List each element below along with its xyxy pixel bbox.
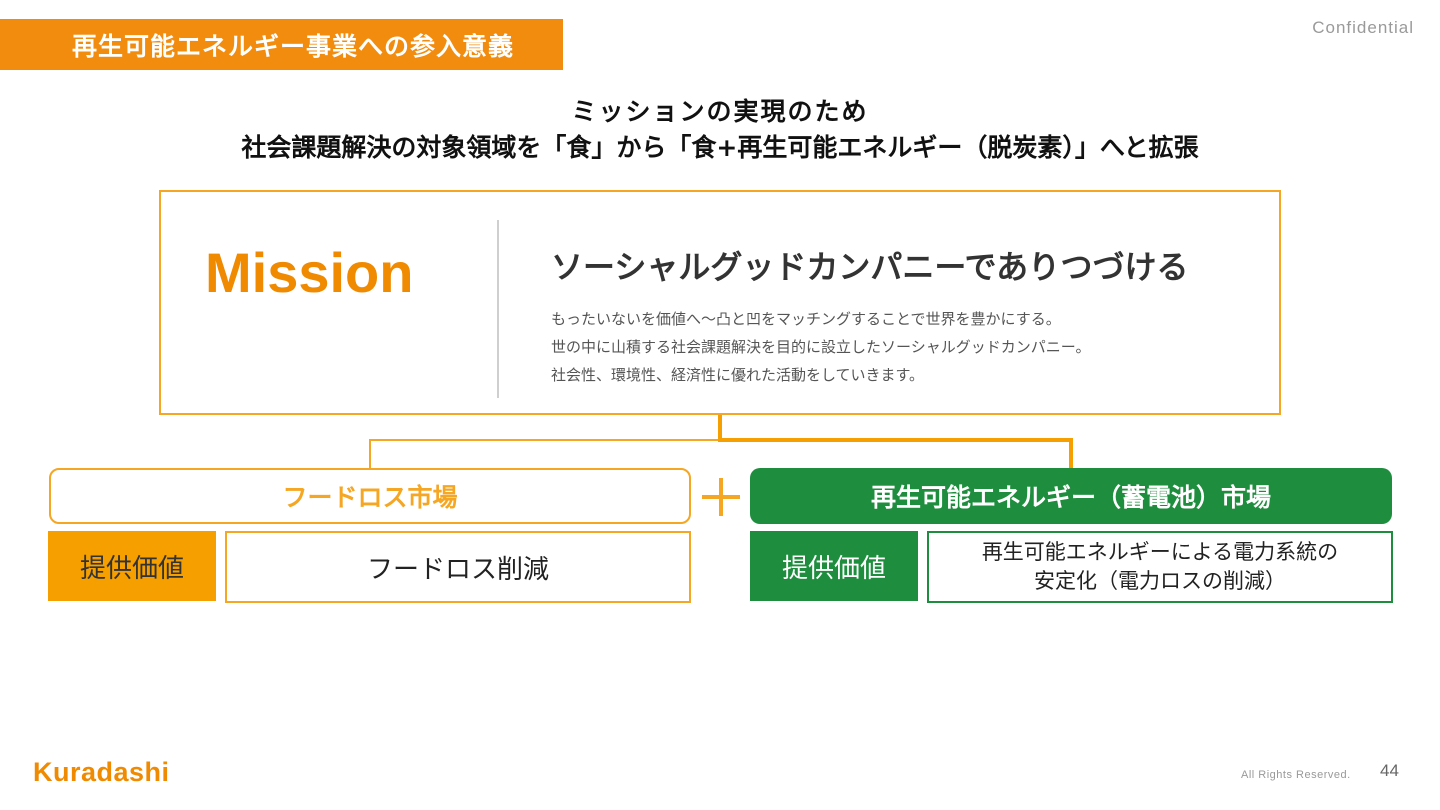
energy-value-line: 安定化（電力ロスの削減） [1034,569,1286,593]
mission-box: Mission ソーシャルグッドカンパニーでありつづける もったいないを価値へ〜… [159,190,1281,415]
headline-line-1: ミッションの実現のため [571,97,869,126]
energy-market-box: 再生可能エネルギー（蓄電池）市場 [750,468,1392,524]
mission-heading: ソーシャルグッドカンパニーでありつづける [551,248,1189,286]
food-value-text: フードロス削減 [225,531,691,603]
food-loss-market-title: フードロス市場 [282,483,458,512]
food-value-label: 提供価値 [48,531,216,601]
rights-text: All Rights Reserved. [1241,769,1351,781]
section-title: 再生可能エネルギー事業への参入意義 [72,31,515,61]
section-title-bar: 再生可能エネルギー事業への参入意義 [0,19,563,70]
food-loss-market-box: フードロス市場 [49,468,691,524]
mission-divider [497,220,499,398]
headline-line-2: 社会課題解決の対象領域を「食」から「食+再生可能エネルギー（脱炭素）」へと拡張 [241,133,1199,162]
mission-body-line: 世の中に山積する社会課題解決を目的に設立したソーシャルグッドカンパニー。 [551,338,1091,356]
mission-body-line: もったいないを価値へ〜凸と凹をマッチングすることで世界を豊かにする。 [551,310,1061,328]
energy-market-title: 再生可能エネルギー（蓄電池）市場 [870,483,1271,512]
mission-label: Mission [205,241,414,304]
mission-body: もったいないを価値へ〜凸と凹をマッチングすることで世界を豊かにする。 世の中に山… [551,305,1091,389]
confidential-label: Confidential [1312,18,1414,37]
energy-value-text: 再生可能エネルギーによる電力系統の 安定化（電力ロスの削減） [927,531,1393,603]
mission-body-line: 社会性、環境性、経済性に優れた活動をしていきます。 [551,366,925,384]
energy-value-line: 再生可能エネルギーによる電力系統の [981,540,1339,564]
energy-value-label: 提供価値 [750,531,918,601]
connector-food [369,415,721,468]
page-number: 44 [1380,761,1399,780]
connector-energy [718,415,1073,468]
kuradashi-logo: Kuradashi [33,757,170,787]
plus-icon [702,478,740,516]
